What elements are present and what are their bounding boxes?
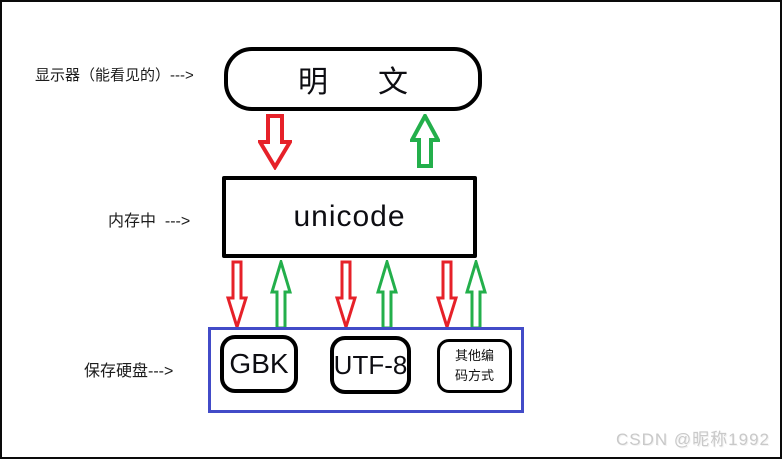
green-up-arrow [410, 114, 440, 168]
label-memory-layer: 内存中 ---> [108, 213, 191, 230]
label-display-layer: 显示器（能看见的）---> [35, 67, 194, 84]
red-down-arrow [226, 260, 248, 330]
red-down-arrow [258, 114, 292, 170]
red-down-arrow [335, 260, 357, 330]
node-unicode-label: unicode [293, 200, 406, 233]
node-gbk: GBK [220, 335, 298, 393]
green-up-arrow [270, 260, 292, 330]
green-up-arrow [465, 260, 487, 330]
node-other-encodings: 其他编 码方式 [437, 339, 512, 393]
node-other-label-line2: 码方式 [454, 368, 494, 383]
label-disk-layer: 保存硬盘---> [84, 363, 174, 380]
node-utf8-label: UTF-8 [333, 349, 408, 380]
node-plaintext-label: 明 文 [297, 66, 408, 99]
node-other-label-line1: 其他编 [454, 347, 494, 363]
node-plaintext: 明 文 [224, 47, 482, 111]
node-gbk-label: GBK [229, 348, 289, 379]
node-unicode: unicode [222, 176, 477, 258]
node-utf8: UTF-8 [330, 336, 411, 394]
red-down-arrow [436, 260, 458, 330]
csdn-watermark: CSDN @昵称1992 [616, 430, 770, 449]
green-up-arrow [376, 260, 398, 330]
